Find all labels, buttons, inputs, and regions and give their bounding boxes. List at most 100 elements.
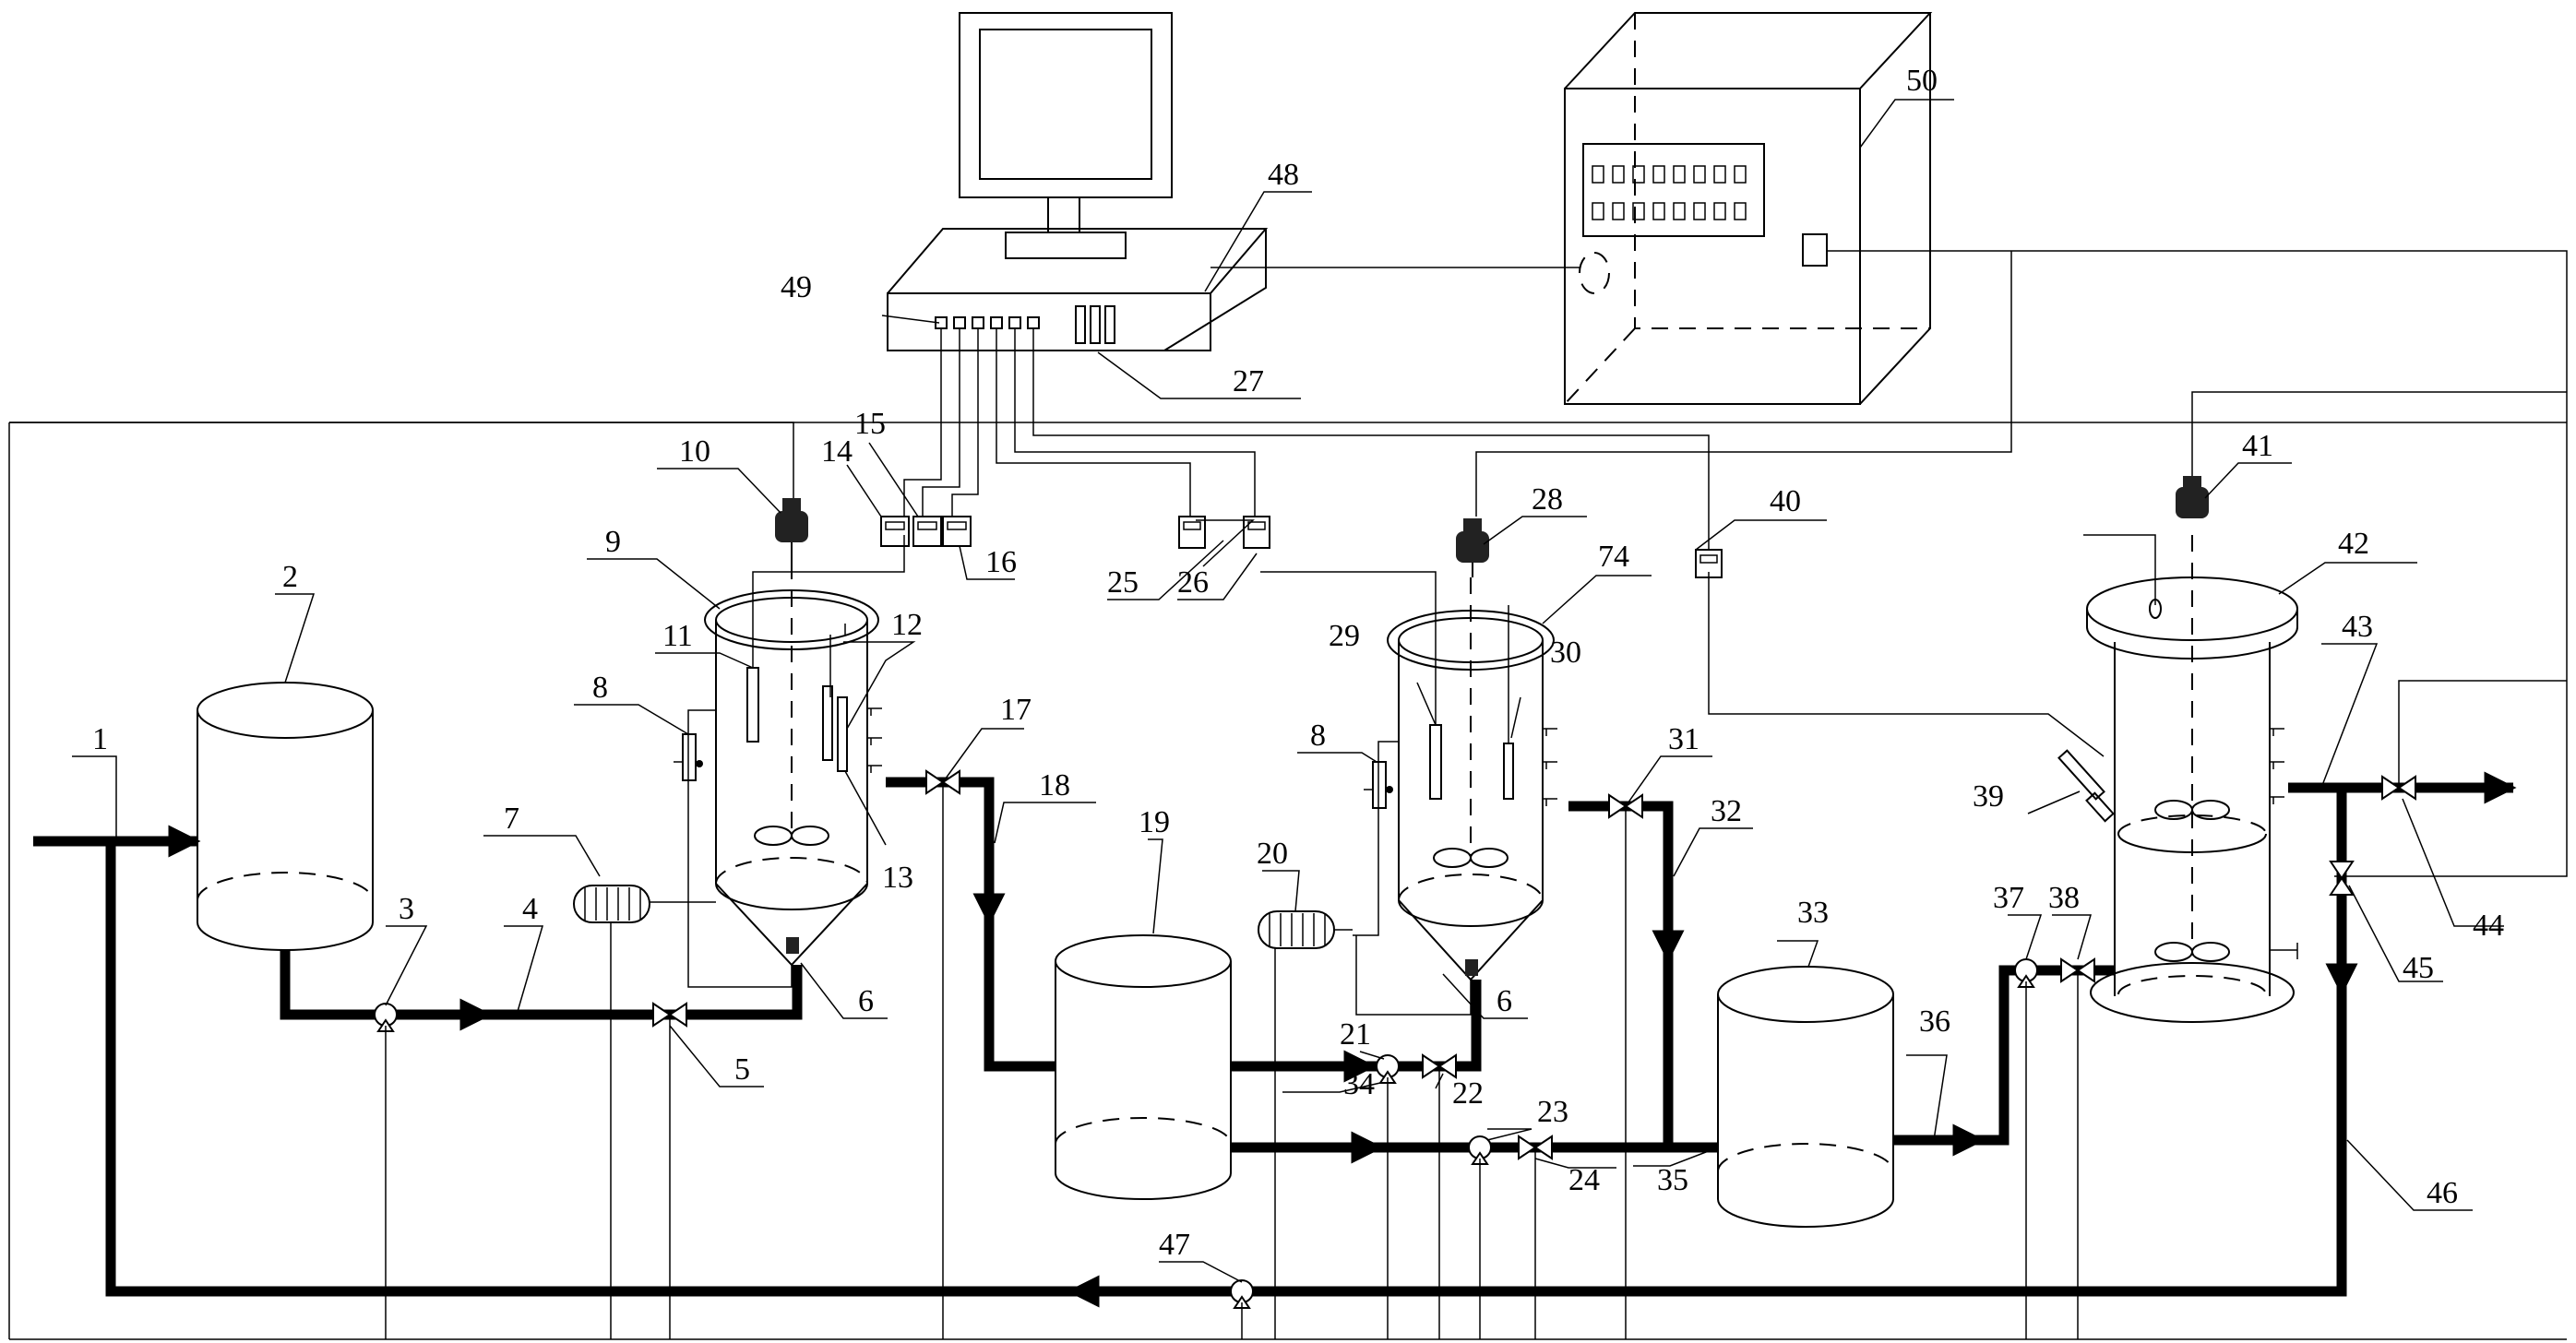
component-labels: 1 2 3 4 5 6 6 7 8 8 9 10 11 12 13 14 15 … bbox=[92, 64, 2504, 1262]
label-10: 10 bbox=[679, 434, 710, 469]
tank-2 bbox=[197, 682, 374, 951]
recycle-pipe-46b bbox=[1067, 987, 2347, 1308]
motor-28 bbox=[1456, 518, 1489, 577]
label-45: 45 bbox=[2403, 951, 2434, 985]
pipe-34b bbox=[1367, 980, 1482, 1072]
wire-16 bbox=[951, 328, 979, 517]
aerator-6a bbox=[786, 937, 799, 954]
pump-37 bbox=[2014, 958, 2038, 1339]
reactor-9 bbox=[704, 535, 905, 967]
motor-41 bbox=[2176, 476, 2209, 518]
wire-motor10 bbox=[9, 422, 794, 498]
wire-14 bbox=[903, 328, 942, 517]
pipe-18b bbox=[984, 917, 1055, 1072]
wire-40-to-39 bbox=[1708, 572, 2105, 757]
label-8a: 8 bbox=[592, 671, 608, 705]
pump-20 bbox=[1258, 910, 1353, 1339]
recycle-pipe-46c bbox=[105, 841, 1076, 1297]
pump-47 bbox=[1230, 1279, 1254, 1339]
flowmeter-8b bbox=[1353, 741, 1472, 1016]
label-42: 42 bbox=[2338, 527, 2369, 561]
wire-cabinet-motor28 bbox=[1475, 251, 2012, 517]
label-19: 19 bbox=[1139, 805, 1170, 839]
valve-38 bbox=[2060, 957, 2095, 1339]
label-15: 15 bbox=[854, 407, 886, 441]
label-6b: 6 bbox=[1497, 984, 1512, 1018]
label-39: 39 bbox=[1973, 779, 2004, 814]
label-49: 49 bbox=[781, 270, 812, 304]
motor-10 bbox=[775, 498, 808, 563]
label-40: 40 bbox=[1770, 484, 1801, 518]
label-25: 25 bbox=[1107, 565, 1139, 600]
label-28: 28 bbox=[1532, 482, 1563, 517]
label-11: 11 bbox=[662, 619, 693, 653]
label-46: 46 bbox=[2427, 1176, 2458, 1210]
aerator-6b bbox=[1465, 959, 1478, 976]
pipe-32 bbox=[1568, 801, 1674, 937]
leader-lines bbox=[72, 99, 2504, 1283]
flowmeter-8a bbox=[674, 709, 793, 988]
label-36: 36 bbox=[1919, 1004, 1950, 1039]
label-16: 16 bbox=[985, 545, 1017, 579]
pump-7 bbox=[573, 885, 716, 1339]
label-17: 17 bbox=[1000, 693, 1032, 727]
label-2: 2 bbox=[282, 560, 298, 594]
sensors-14-15-16 bbox=[880, 516, 972, 547]
label-47: 47 bbox=[1159, 1228, 1190, 1262]
label-5: 5 bbox=[734, 1052, 750, 1087]
label-38: 38 bbox=[2048, 881, 2080, 915]
reactor-42 bbox=[2057, 534, 2298, 1023]
pipe-4 bbox=[280, 950, 493, 1031]
label-14: 14 bbox=[821, 434, 853, 469]
label-22: 22 bbox=[1452, 1076, 1484, 1111]
wire-40 bbox=[1032, 328, 1710, 550]
cabinet-indicator-panel bbox=[1592, 165, 1747, 220]
label-1: 1 bbox=[92, 722, 108, 756]
label-18: 18 bbox=[1039, 768, 1070, 802]
control-cabinet-50 bbox=[1564, 12, 1933, 405]
label-34: 34 bbox=[1343, 1067, 1375, 1101]
label-30: 30 bbox=[1550, 636, 1581, 670]
computer-host-48 bbox=[887, 228, 1269, 351]
label-32: 32 bbox=[1711, 794, 1742, 828]
pump-3 bbox=[374, 1003, 398, 1339]
label-24: 24 bbox=[1568, 1163, 1600, 1197]
pump-21 bbox=[1376, 1054, 1400, 1339]
valve-22 bbox=[1422, 1053, 1457, 1339]
tank-33 bbox=[1717, 966, 1894, 1228]
label-9: 9 bbox=[605, 525, 621, 559]
wiring-frame bbox=[8, 422, 2567, 1340]
computer-monitor bbox=[959, 12, 1173, 259]
valve-5 bbox=[652, 1002, 687, 1339]
valve-44 bbox=[2381, 775, 2416, 801]
label-26: 26 bbox=[1177, 565, 1209, 600]
label-48: 48 bbox=[1268, 158, 1299, 192]
label-41: 41 bbox=[2242, 429, 2273, 463]
label-3: 3 bbox=[399, 892, 414, 926]
label-50: 50 bbox=[1906, 64, 1938, 98]
label-23: 23 bbox=[1537, 1095, 1568, 1129]
pipe-4b bbox=[483, 965, 803, 1020]
wire-15 bbox=[922, 328, 960, 517]
label-20: 20 bbox=[1257, 837, 1288, 871]
wire-25 bbox=[996, 328, 1191, 517]
label-29: 29 bbox=[1329, 619, 1360, 653]
label-13: 13 bbox=[882, 861, 913, 895]
wire-cabinet-right bbox=[1827, 250, 2568, 877]
pump-23 bbox=[1468, 1135, 1492, 1339]
label-37: 37 bbox=[1993, 881, 2024, 915]
sensors-25-26 bbox=[1178, 516, 1270, 549]
label-6a: 6 bbox=[858, 984, 874, 1018]
valve-17 bbox=[925, 769, 960, 1339]
label-27: 27 bbox=[1233, 364, 1264, 398]
label-35: 35 bbox=[1657, 1163, 1688, 1197]
label-44: 44 bbox=[2473, 909, 2504, 943]
valve-45 bbox=[2329, 861, 2355, 896]
label-12: 12 bbox=[891, 608, 923, 642]
label-21: 21 bbox=[1340, 1017, 1371, 1052]
pipe-18 bbox=[886, 777, 1006, 926]
label-7: 7 bbox=[504, 802, 519, 836]
label-31: 31 bbox=[1668, 722, 1699, 756]
sensor-40 bbox=[1695, 549, 1723, 578]
